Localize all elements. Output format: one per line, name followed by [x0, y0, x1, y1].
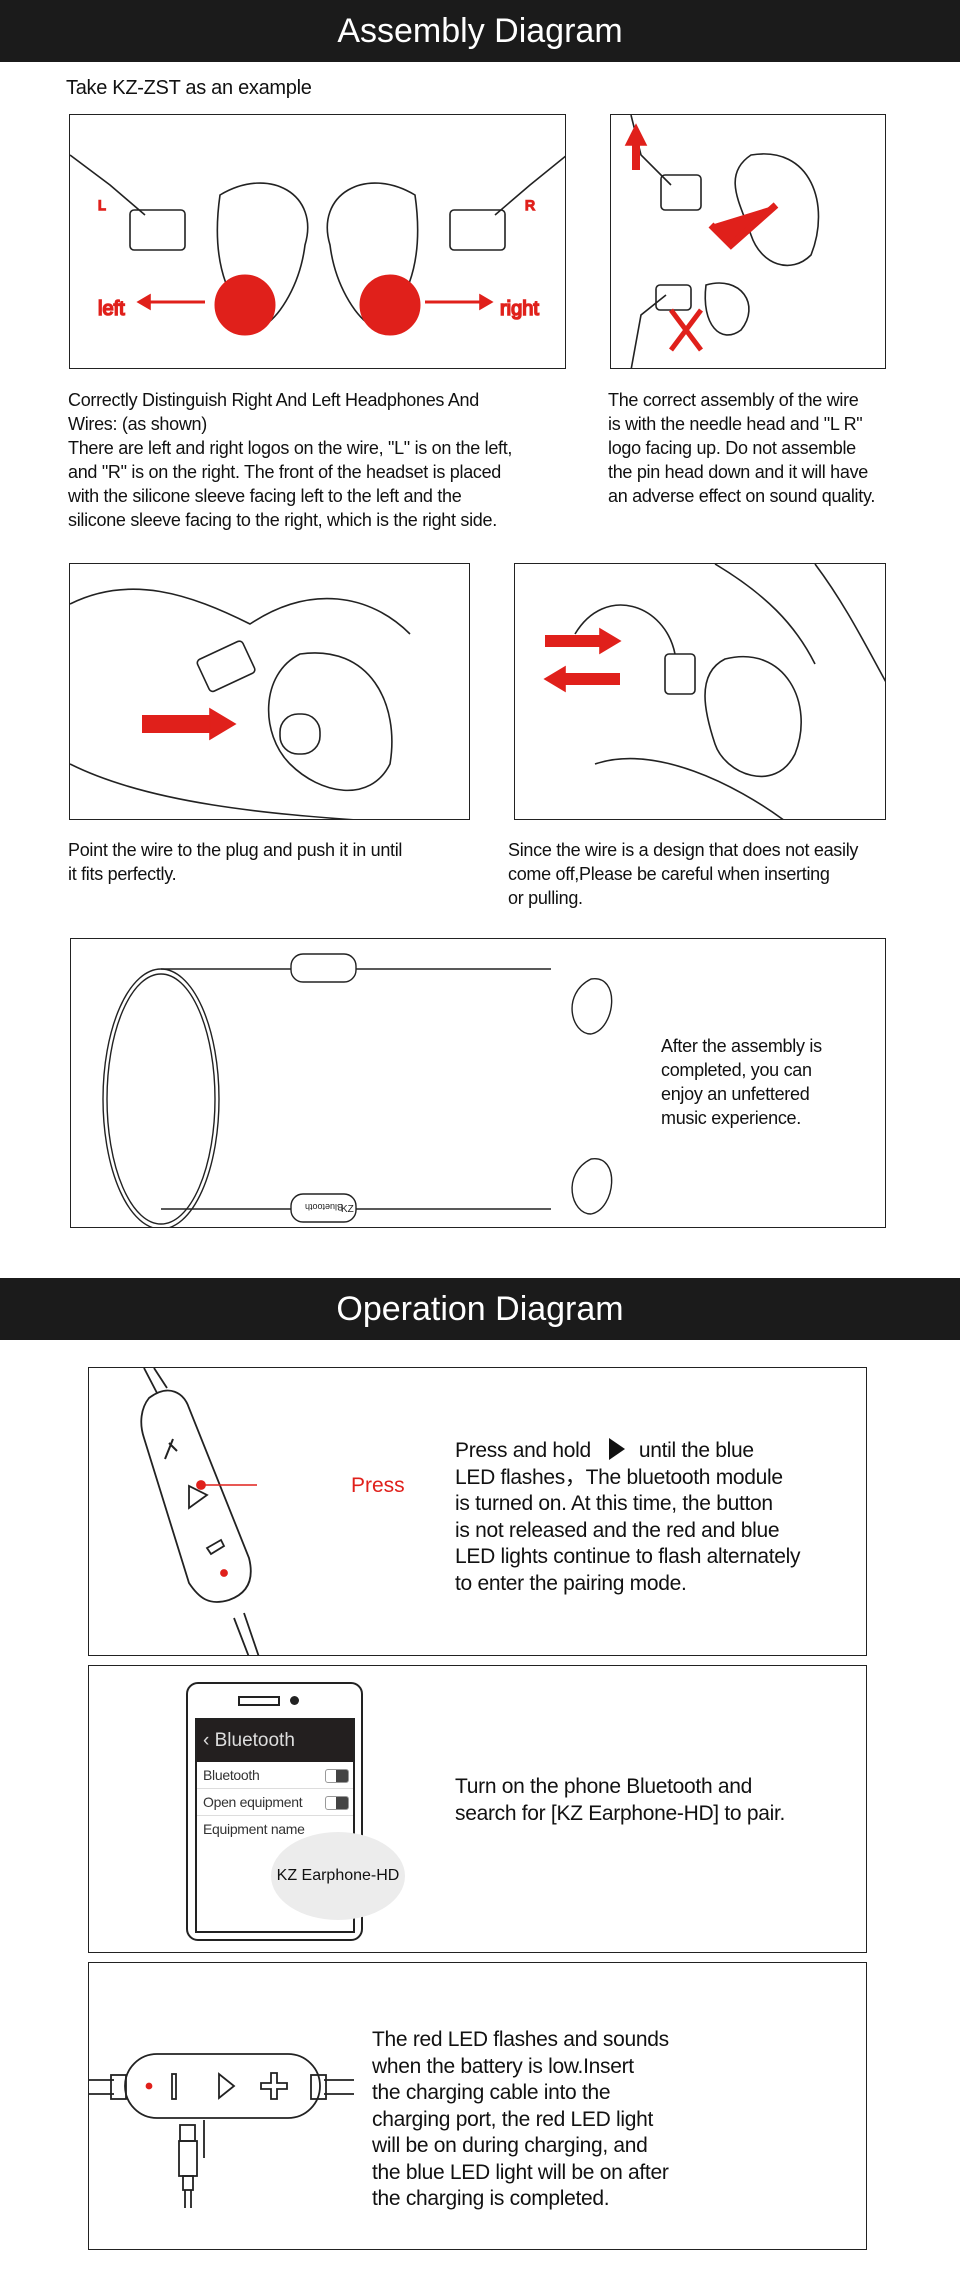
bluetooth-screen-header: ‹ Bluetooth [197, 1720, 353, 1762]
text-distinguish: Correctly Distinguish Right And Left Hea… [68, 390, 513, 530]
figure-correct-assembly [610, 114, 886, 369]
back-icon[interactable]: ‹ [203, 1730, 215, 1751]
example-caption: Take KZ-ZST as an example [66, 77, 312, 99]
figure-push-plug [69, 563, 470, 820]
bluetooth-module-label: Bluetooth [305, 1202, 343, 1212]
right-label: right [500, 298, 539, 320]
toggle-switch[interactable] [325, 1769, 349, 1783]
left-label: left [98, 298, 125, 320]
open-equipment-row[interactable]: Open equipment [197, 1789, 353, 1816]
device-kz-earphone-hd[interactable]: KZ Earphone-HD [271, 1832, 405, 1920]
toggle-switch[interactable] [325, 1796, 349, 1810]
bluetooth-toggle-row[interactable]: Bluetooth [197, 1762, 353, 1789]
figure-left-right-earphones: left right L R [69, 114, 566, 369]
press-label: Press [351, 1474, 405, 1497]
operation-header: Operation Diagram [0, 1278, 960, 1340]
step-pairing: ‹ Bluetooth Bluetooth Open equipment Equ… [88, 1665, 867, 1953]
kz-logo: KZ [341, 1204, 354, 1215]
r-mark: R [525, 197, 535, 213]
text-push-plug: Point the wire to the plug and push it i… [68, 840, 403, 884]
figure-insert-pull [514, 563, 886, 820]
l-mark: L [98, 197, 106, 213]
equipment-name-label: Equipment name [203, 1821, 305, 1837]
play-icon [608, 1438, 625, 1460]
text-careful: Since the wire is a design that does not… [508, 840, 859, 908]
assembly-header: Assembly Diagram [0, 0, 960, 62]
